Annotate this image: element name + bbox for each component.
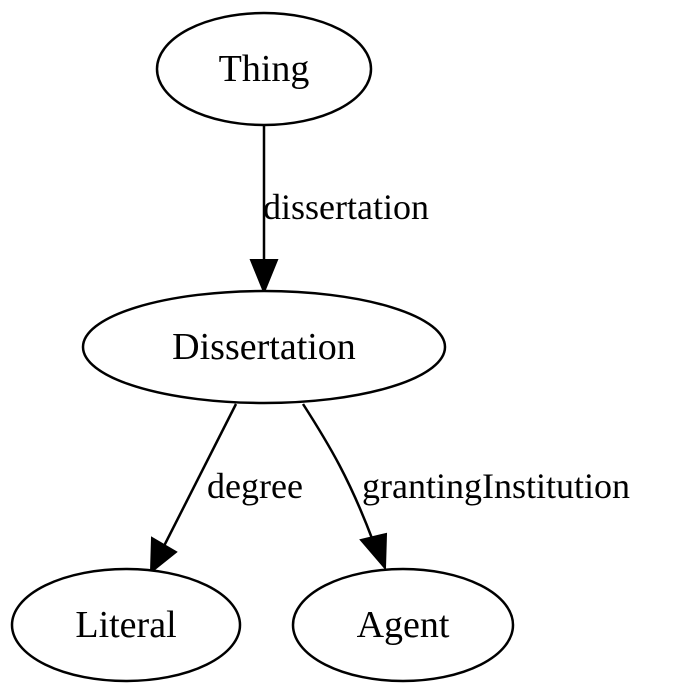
node-literal[interactable]: Literal [10,567,242,683]
node-thing[interactable]: Thing [155,11,373,127]
arrow-head [359,532,388,571]
arrow-head [149,536,178,575]
node-label-thing: Thing [219,48,310,90]
node-shape [155,11,373,127]
edge-label-dissertation: dissertation [263,187,429,227]
arrow-head [249,259,279,295]
edge-label-degree: degree [207,466,303,506]
edge-line [301,403,375,542]
node-shape [10,567,242,683]
node-label-dissertation: Dissertation [172,326,356,368]
node-label-literal: Literal [75,604,176,646]
edge-line [162,403,238,547]
edge-dissertation-to-agent: grantingInstitution [301,403,630,571]
node-shape [291,567,515,683]
edge-thing-to-dissertation: dissertation [249,126,429,295]
node-dissertation[interactable]: Dissertation [81,289,447,405]
node-shape [81,289,447,405]
edge-dissertation-to-literal: degree [149,403,303,575]
edge-label-granting-institution: grantingInstitution [362,466,630,506]
node-label-agent: Agent [357,604,450,646]
node-agent[interactable]: Agent [291,567,515,683]
